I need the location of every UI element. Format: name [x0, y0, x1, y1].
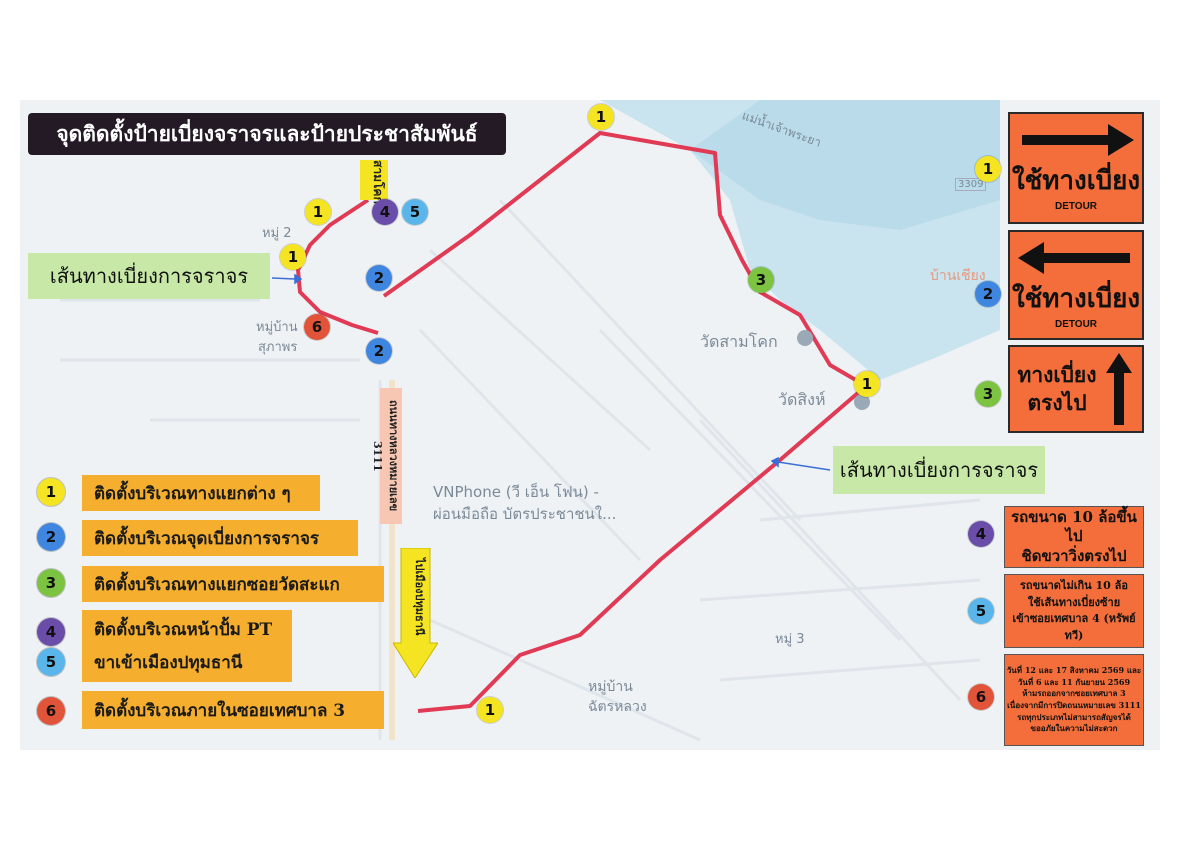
- map-marker-2: 2: [366, 265, 392, 291]
- legend-item-4-5: ติดตั้งบริเวณหน้าปั้ม PT ขาเข้าเมืองปทุม…: [82, 610, 292, 682]
- legend-item-2: ติดตั้งบริเวณจุดเบี่ยงการจราจร: [82, 520, 358, 556]
- legend-marker-3: 3: [37, 569, 65, 597]
- legend-marker-2: 2: [37, 523, 65, 551]
- detour-sign-straight-line1: ทางเบี่ยง: [1017, 361, 1097, 387]
- detour-sign-straight-line2: ตรงไป: [1027, 390, 1087, 415]
- legend-marker-4: 4: [37, 618, 65, 646]
- legend-marker-5: 5: [37, 648, 65, 676]
- map-label-village-name: สุภาพร: [258, 340, 298, 355]
- map-label-wat-sing: วัดสิงห์: [778, 390, 826, 409]
- map-label-moo3: หมู่ 3: [775, 632, 805, 647]
- label-pointers: [271, 273, 831, 471]
- map-label-village2-name: ฉัตรหลวง: [588, 699, 647, 715]
- legend-item-3: ติดตั้งบริเวณทางแยกซอยวัดสะแก: [82, 566, 384, 602]
- map-label-ban-right: บ้านเชียง: [930, 268, 986, 284]
- map-marker-6: 6: [304, 314, 330, 340]
- sign-marker-3: 3: [975, 381, 1001, 407]
- map-marker-1: 1: [588, 104, 614, 130]
- detour-sign-straight: ทางเบี่ยง ตรงไป: [1008, 345, 1144, 433]
- map-marker-3: 3: [748, 267, 774, 293]
- detour-sign-right: ใช้ทางเบี่ยง DETOUR: [1008, 112, 1144, 224]
- sign-marker-5: 5: [968, 598, 994, 624]
- sign-marker-4: 4: [968, 521, 994, 547]
- sign-marker-2: 2: [975, 281, 1001, 307]
- direction-tag: ไปเมืองปทุมธานี: [413, 558, 426, 636]
- info-sign-6-line5: รถทุกประเภทไม่สามารถสัญจรได้: [1017, 711, 1131, 722]
- sign-marker-1: 1: [975, 156, 1001, 182]
- info-sign-6-line2: วันที่ 6 และ 11 กันยายน 2569: [1017, 676, 1131, 687]
- legend-item-4-5-line2: ขาเข้าเมืองปทุมธานี: [94, 653, 243, 673]
- map-label-samkhok: สามโคก: [360, 160, 388, 204]
- legend-marker-6: 6: [37, 697, 65, 725]
- legend-marker-1: 1: [37, 478, 65, 506]
- route-label-right: เส้นทางเบี่ยงการจราจร: [833, 446, 1045, 494]
- detour-sign-right-text: ใช้ทางเบี่ยง: [1011, 166, 1141, 196]
- info-sign-4: รถขนาด 10 ล้อขึ้นไป ชิดขวาวิ่งตรงไป: [1004, 506, 1144, 568]
- map-marker-2: 2: [366, 338, 392, 364]
- info-sign-5-line1: รถขนาดไม่เกิน 10 ล้อ: [1020, 579, 1128, 592]
- info-sign-4-line2: ชิดขวาวิ่งตรงไป: [1021, 546, 1127, 565]
- arrow-left-icon: [1018, 242, 1130, 274]
- map-label-village2: หมู่บ้าน: [588, 679, 633, 695]
- detour-sign-left-text: ใช้ทางเบี่ยง: [1011, 284, 1141, 314]
- map-label-village: หมู่บ้าน: [256, 320, 298, 335]
- map-label-vnphone-sub: ผ่อนมือถือ บัตรประชาชนใ...: [433, 505, 617, 523]
- page-title: จุดติดตั้งป้ายเบี่ยงจราจรและป้ายประชาสัม…: [28, 113, 506, 155]
- detour-sign-left: ใช้ทางเบี่ยง DETOUR: [1008, 230, 1144, 340]
- detour-sign-straight-text: ทางเบี่ยง ตรงไป: [1010, 361, 1104, 418]
- info-sign-6-line1: วันที่ 12 และ 17 สิงหาคม 2569 และ: [1006, 665, 1142, 676]
- map-marker-1: 1: [854, 371, 880, 397]
- info-sign-6-line4: เนื่องจากมีการปิดถนนหมายเลข 3111: [1007, 700, 1141, 710]
- map-marker-4: 4: [372, 199, 398, 225]
- detour-sign-right-sub: DETOUR: [1054, 201, 1098, 212]
- route-label-left: เส้นทางเบี่ยงการจราจร: [28, 253, 270, 299]
- arrow-right-icon: [1022, 124, 1134, 156]
- map-label-vnphone: VNPhone (วี เอ็น โฟน) -: [433, 483, 599, 501]
- info-sign-6: วันที่ 12 และ 17 สิงหาคม 2569 และ วันที่…: [1004, 654, 1144, 746]
- legend-item-4-5-line1: ติดตั้งบริเวณหน้าปั้ม PT: [94, 620, 273, 640]
- map-marker-5: 5: [402, 199, 428, 225]
- legend-item-1: ติดตั้งบริเวณทางแยกต่าง ๆ: [82, 475, 320, 511]
- info-sign-6-line3: ห้ามรถออกจากซอยเทศบาล 3: [1022, 688, 1126, 699]
- info-sign-4-line1: รถขนาด 10 ล้อขึ้นไป: [1011, 507, 1137, 546]
- legend-item-6: ติดตั้งบริเวณภายในซอยเทศบาล 3: [82, 691, 384, 729]
- info-sign-5: รถขนาดไม่เกิน 10 ล้อ ใช้เส้นทางเบี่ยงซ้า…: [1004, 574, 1144, 648]
- map-marker-1: 1: [280, 244, 306, 270]
- sign-marker-6: 6: [968, 684, 994, 710]
- road-3111-tag: ถนนทางหลวงหมายเลข 3111: [371, 388, 402, 524]
- map-label-wat-samkok: วัดสามโคก: [700, 332, 778, 351]
- wat-pin-icon: [797, 330, 870, 410]
- detour-sign-left-sub: DETOUR: [1054, 319, 1098, 330]
- info-sign-5-line3: เข้าซอยเทศบาล 4 (หรัพย์ทวี): [1012, 612, 1136, 642]
- map-marker-1: 1: [305, 199, 331, 225]
- direction-arrow-icon: [393, 548, 438, 678]
- arrow-up-icon: [1106, 353, 1132, 425]
- map-label-moo2: หมู่ 2: [262, 226, 292, 241]
- info-sign-5-line2: ใช้เส้นทางเบี่ยงซ้าย: [1027, 595, 1121, 609]
- map-marker-1: 1: [477, 697, 503, 723]
- map-label-road-no: 3309: [955, 178, 987, 191]
- info-sign-6-line6: ขออภัยในความไม่สะดวก: [1030, 723, 1118, 734]
